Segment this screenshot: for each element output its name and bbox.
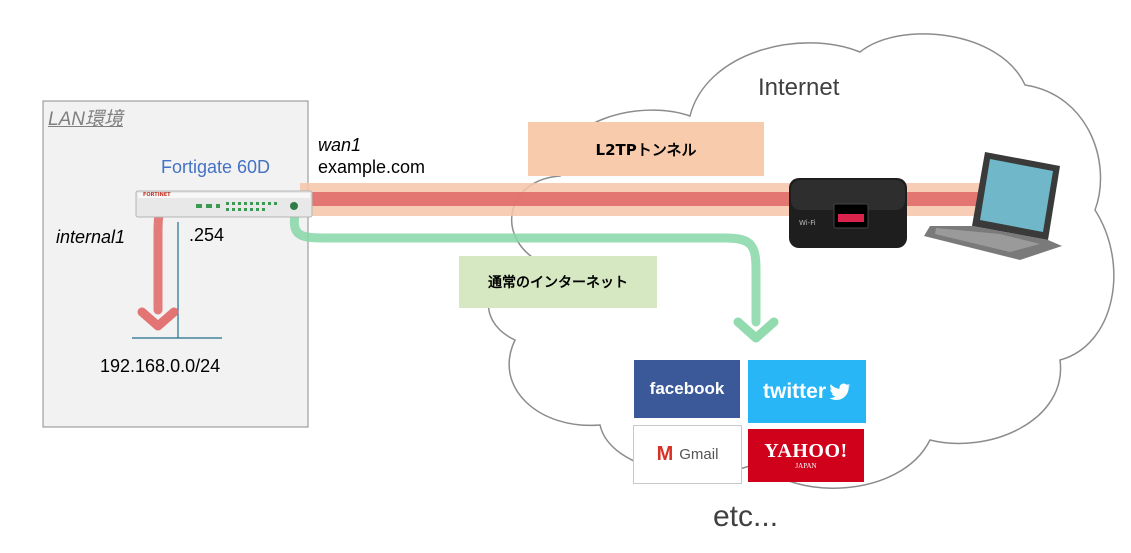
normal-arrowhead <box>733 317 779 343</box>
facebook-label: facebook <box>649 379 725 398</box>
fortigate-name: Fortigate 60D <box>161 157 271 177</box>
router-wifi-label: Wi-Fi <box>799 219 816 227</box>
facebook-tile: facebook <box>634 360 740 418</box>
lan-area-label: LAN環境 <box>48 109 123 130</box>
laptop-icon <box>924 152 1062 260</box>
lan-area <box>42 100 309 428</box>
normal-internet-box: 通常のインターネット <box>459 256 657 308</box>
internal-interface-label: internal1 <box>56 227 126 247</box>
gmail-icon: M <box>656 443 674 465</box>
mobile-router-icon <box>789 178 907 248</box>
tunnel-arrowhead <box>137 307 179 331</box>
twitter-label: twitter <box>763 379 826 403</box>
subnet-label: 192.168.0.0/24 <box>100 356 221 376</box>
l2tp-tunnel-label: L2TPトンネル <box>595 140 697 159</box>
yahoo-label: YAHOO! <box>764 440 848 462</box>
fortigate-device-icon <box>135 190 313 218</box>
twitter-bird-icon <box>829 383 851 400</box>
internet-label: Internet <box>758 74 840 101</box>
yahoo-sub-label: JAPAN <box>795 462 817 470</box>
gmail-tile: M Gmail <box>633 425 742 484</box>
wan-interface-label: wan1 <box>318 135 362 155</box>
fortinet-brand: FORTINET <box>143 192 171 198</box>
wan-host-label: example.com <box>318 157 426 177</box>
normal-path <box>289 203 761 327</box>
yahoo-tile: YAHOO! JAPAN <box>748 429 864 482</box>
l2tp-tunnel-box: L2TPトンネル <box>528 122 764 176</box>
gmail-label: Gmail <box>679 446 719 463</box>
internal-ip-label: .254 <box>189 225 225 245</box>
normal-internet-label: 通常のインターネット <box>488 275 628 291</box>
etc-label: etc... <box>713 500 779 533</box>
twitter-tile: twitter <box>748 360 866 423</box>
